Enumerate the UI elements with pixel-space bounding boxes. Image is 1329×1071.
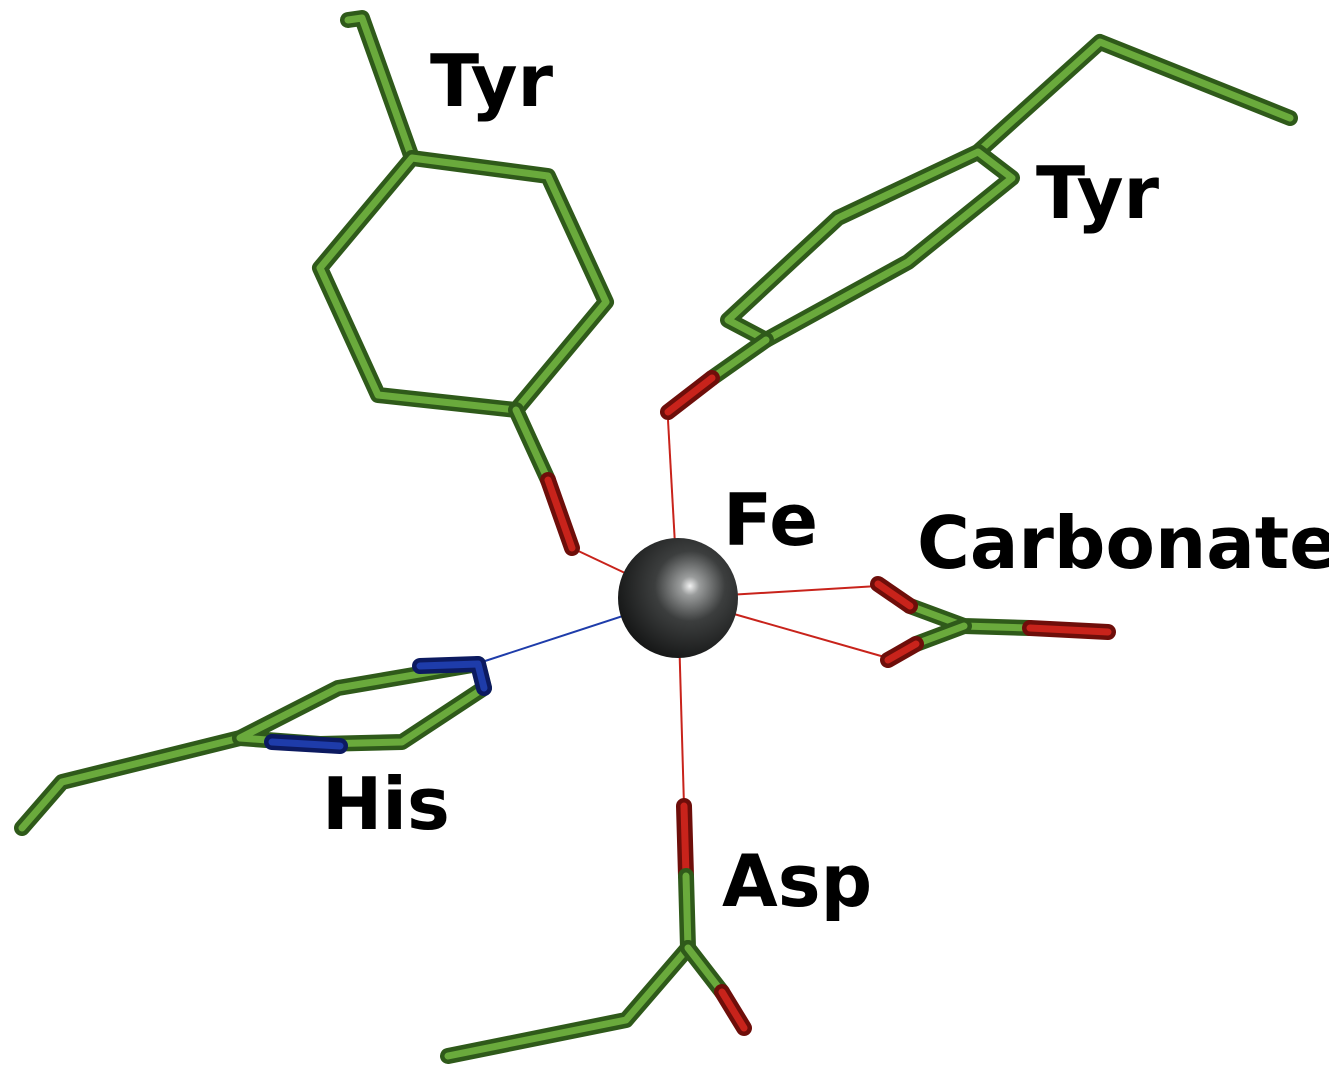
asp-carbon-stem <box>678 868 696 956</box>
his-ring-carbons <box>232 656 492 752</box>
asp-oxygen-top <box>676 798 694 884</box>
carbonate-carbon-arm-lower <box>908 618 972 652</box>
tyr1-ring <box>312 150 614 418</box>
tyr1-hydroxyl-oxygen <box>540 472 580 556</box>
asp-oxygen-bottom <box>714 984 752 1036</box>
label-asp: Asp <box>722 839 872 923</box>
asp-carbon-to-oxygen <box>680 940 730 1000</box>
asp-carbon-arm <box>440 940 696 1064</box>
tyr2-ring-to-oxygen <box>704 332 774 386</box>
label-his: His <box>322 762 450 846</box>
carbonate-oxygen-right <box>1022 620 1116 640</box>
his-ring-nitrogen-lower <box>264 734 348 754</box>
tyr2-ring <box>720 144 1020 348</box>
label-carbonate: Carbonate <box>917 501 1329 585</box>
carbonate-oxygen-top <box>870 576 918 614</box>
his-ring-nitrogen-upper <box>412 656 492 696</box>
label-tyr-top-right: Tyr <box>1036 151 1160 235</box>
label-tyr-top-left: Tyr <box>430 39 554 123</box>
tyr1-backbone <box>340 10 420 166</box>
iron-atom-sphere <box>618 538 738 658</box>
residue-sticks <box>14 10 1298 1064</box>
tyr2-hydroxyl-oxygen <box>660 370 720 420</box>
his-backbone <box>14 730 248 836</box>
tyr2-backbone <box>970 34 1298 160</box>
label-fe: Fe <box>723 478 818 562</box>
tyr1-ring-to-oxygen <box>508 402 556 488</box>
carbonate-oxygen-bottom <box>880 636 924 668</box>
